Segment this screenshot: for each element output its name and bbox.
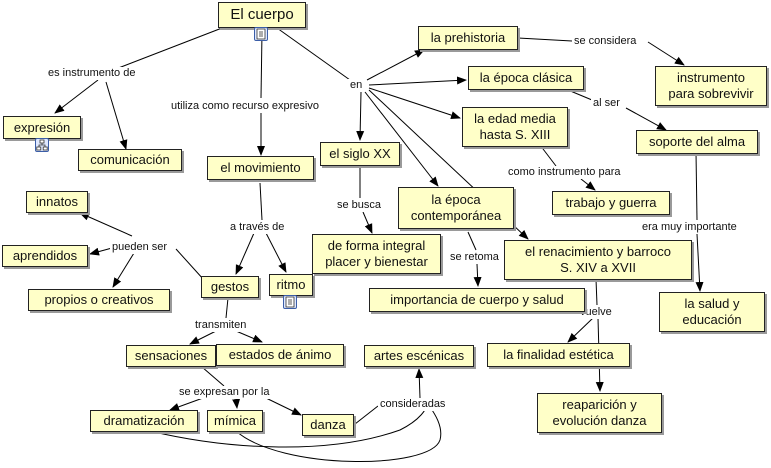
concept-artes-escenicas[interactable]: artes escénicas (364, 345, 474, 367)
concept-renacimiento[interactable]: el renacimiento y barroco S. XIV a XVII (504, 240, 692, 280)
concept-importancia[interactable]: importancia de cuerpo y salud (369, 288, 585, 312)
link-label-consideradas: consideradas (378, 398, 448, 411)
link-label-es-instrumento: es instrumento de (46, 67, 138, 80)
link-label-vuelve: vuelve (578, 306, 614, 319)
concept-propios-creativos[interactable]: propios o creativos (28, 289, 170, 311)
concept-forma-integral[interactable]: de forma integral placer y bienestar (312, 234, 441, 274)
concept-instrumento[interactable]: instrumento para sobrevivir (655, 66, 767, 106)
link-label-al-ser: al ser (591, 97, 622, 110)
concept-movimiento[interactable]: el movimiento (207, 156, 314, 180)
document-icon[interactable] (254, 27, 268, 41)
link-label-transmiten: transmiten (193, 319, 249, 332)
link-label-pueden-ser: pueden ser (110, 241, 170, 254)
concept-estados-animo[interactable]: estados de ánimo (216, 344, 344, 366)
concept-dramatizacion[interactable]: dramatización (90, 410, 198, 432)
link-label-era-muy: era muy importante (640, 221, 739, 234)
concept-finalidad-estetica[interactable]: la finalidad estética (487, 343, 630, 367)
concept-gestos[interactable]: gestos (201, 276, 259, 298)
concept-map-icon[interactable] (35, 138, 49, 152)
link-label-utiliza: utiliza como recurso expresivo (169, 100, 321, 113)
concept-reaparicion-danza[interactable]: reaparición y evolución danza (537, 393, 662, 433)
concept-salud-educacion[interactable]: la salud y educación (659, 292, 765, 332)
link-label-en: en (348, 79, 365, 92)
concept-el-cuerpo[interactable]: El cuerpo (218, 2, 306, 28)
link-label-como-instrumento: como instrumento para (506, 166, 623, 179)
concept-comunicacion[interactable]: comunicación (78, 149, 182, 171)
concept-mimica[interactable]: mímica (207, 410, 263, 432)
document-icon[interactable] (283, 295, 297, 309)
link-label-se-retoma: se retoma (448, 251, 501, 264)
concept-sensaciones[interactable]: sensaciones (126, 345, 216, 367)
concept-trabajo-guerra[interactable]: trabajo y guerra (552, 191, 670, 215)
concept-ritmo[interactable]: ritmo (269, 274, 313, 296)
concept-expresion[interactable]: expresión (3, 116, 81, 139)
link-label-se-busca: se busca (335, 199, 384, 212)
concept-contemporanea[interactable]: la época contemporánea (398, 187, 514, 229)
concept-edad-media[interactable]: la edad media hasta S. XIII (462, 107, 568, 147)
concept-prehistoria[interactable]: la prehistoria (418, 26, 518, 50)
concept-siglo-xx[interactable]: el siglo XX (320, 142, 400, 166)
concept-innatos[interactable]: innatos (26, 191, 88, 213)
concept-aprendidos[interactable]: aprendidos (2, 245, 88, 267)
concept-epoca-clasica[interactable]: la época clásica (468, 66, 584, 90)
link-label-se-expresan: se expresan por la (177, 386, 272, 399)
concept-soporte-alma[interactable]: soporte del alma (636, 130, 758, 154)
link-label-se-considera: se considera (572, 35, 639, 48)
link-label-a-traves: a través de (228, 221, 287, 234)
concept-danza[interactable]: danza (302, 414, 354, 436)
